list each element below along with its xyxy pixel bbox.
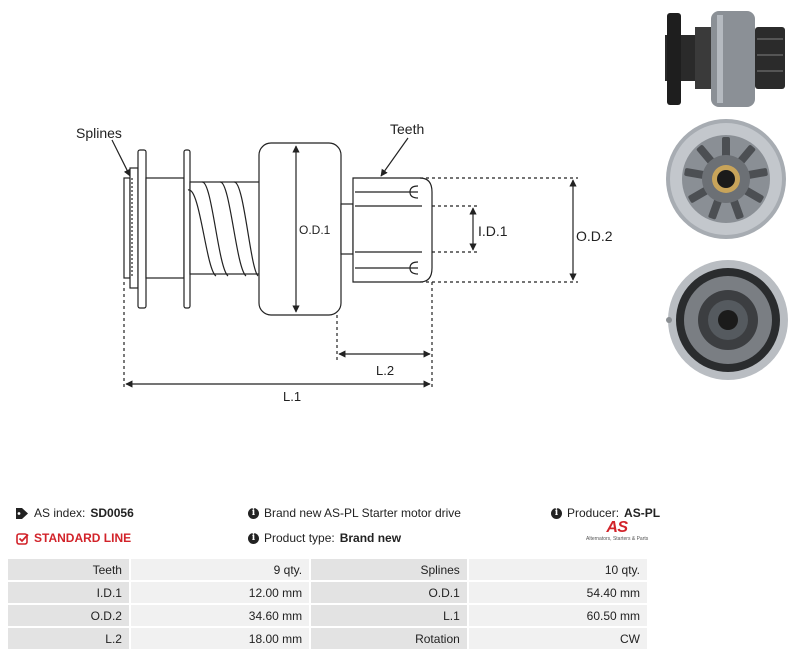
l2-label: L.2 xyxy=(376,363,394,378)
info-icon: i xyxy=(551,507,562,519)
table-row: I.D.1 12.00 mm O.D.1 54.40 mm xyxy=(8,582,649,605)
spec-value: 9 qty. xyxy=(130,559,312,582)
as-index: AS index: SD0056 xyxy=(16,506,134,520)
l1-label: L.1 xyxy=(283,389,301,404)
spec-value: 12.00 mm xyxy=(130,582,312,605)
spec-key: O.D.2 xyxy=(8,605,131,628)
producer-value: AS-PL xyxy=(624,506,661,520)
spec-key: L.2 xyxy=(8,628,131,651)
description: i Brand new AS-PL Starter motor drive xyxy=(248,506,461,520)
brand-logo: AS Alternators, Starters & Parts xyxy=(586,520,648,543)
product-photo-side xyxy=(665,11,785,107)
spec-value: 54.40 mm xyxy=(468,582,649,605)
info-icon: i xyxy=(248,507,259,519)
info-icon: i xyxy=(248,532,259,544)
standard-line: STANDARD LINE xyxy=(16,531,131,545)
teeth-label: Teeth xyxy=(390,121,424,137)
product-photo-front xyxy=(666,119,786,239)
splines-leader xyxy=(111,139,131,177)
description-text: Brand new AS-PL Starter motor drive xyxy=(264,506,461,520)
product-type-label: Product type: xyxy=(264,531,335,545)
spec-key: Rotation xyxy=(311,628,469,651)
brand-logo-tagline: Alternators, Starters & Parts xyxy=(586,536,649,542)
spec-value: 18.00 mm xyxy=(130,628,312,651)
id1-label: I.D.1 xyxy=(478,223,508,239)
as-index-value: SD0056 xyxy=(90,506,134,520)
tag-icon xyxy=(16,507,28,519)
check-square-icon xyxy=(16,532,29,545)
table-row: L.2 18.00 mm Rotation CW xyxy=(8,628,649,651)
product-photo-back xyxy=(666,260,788,380)
spec-key: Splines xyxy=(311,559,469,582)
producer-label: Producer: xyxy=(567,506,620,520)
spec-key: O.D.1 xyxy=(311,582,469,605)
as-index-label: AS index: xyxy=(34,506,86,520)
table-row: Teeth 9 qty. Splines 10 qty. xyxy=(8,559,649,582)
splines-label: Splines xyxy=(76,125,122,141)
spec-value: CW xyxy=(468,628,649,651)
brand-logo-mark: AS xyxy=(606,519,628,536)
spec-value: 34.60 mm xyxy=(130,605,312,628)
spec-key: L.1 xyxy=(311,605,469,628)
spec-value: 10 qty. xyxy=(468,559,649,582)
product-type-value: Brand new xyxy=(339,531,402,545)
spec-key: I.D.1 xyxy=(8,582,131,605)
teeth-leader xyxy=(380,137,409,177)
table-row: O.D.2 34.60 mm L.1 60.50 mm xyxy=(8,605,649,628)
spec-table: Teeth 9 qty. Splines 10 qty. I.D.1 12.00… xyxy=(8,559,649,651)
spec-value: 60.50 mm xyxy=(468,605,649,628)
od1-label: O.D.1 xyxy=(299,223,331,237)
spec-key: Teeth xyxy=(8,559,131,582)
producer: i Producer: AS-PL xyxy=(551,506,660,520)
standard-line-label: STANDARD LINE xyxy=(34,531,132,545)
product-type: i Product type: Brand new xyxy=(248,531,401,545)
od2-label: O.D.2 xyxy=(576,228,613,244)
technical-drawing: Splines Teeth O.D.1 I.D.1 O.D.2 L.2 L.1 xyxy=(76,121,613,404)
